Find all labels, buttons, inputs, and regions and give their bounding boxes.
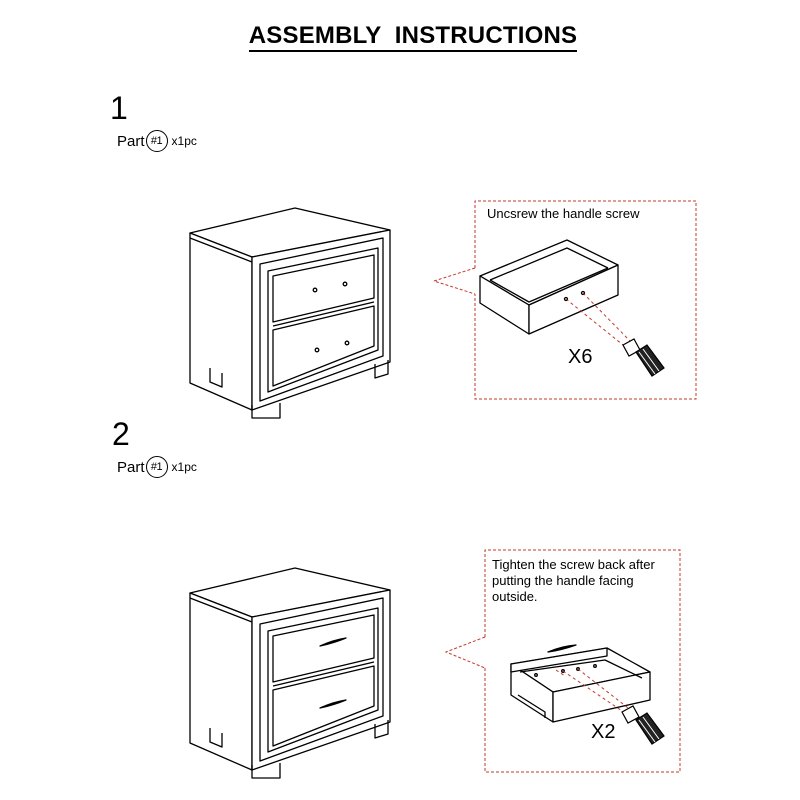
page-title: ASSEMBLY INSTRUCTIONS xyxy=(0,22,800,52)
step-2-number: 2 xyxy=(112,416,130,452)
step-1-callout-text: Uncsrew the handle screw xyxy=(487,206,640,221)
part-quantity: x1pc xyxy=(171,134,197,148)
part-text: Part xyxy=(117,132,145,150)
step-2-multiplier: X2 xyxy=(591,721,616,743)
screwdriver-icon xyxy=(621,705,665,745)
part-number-badge: #1 xyxy=(145,130,168,152)
drawer-step-2-illustration xyxy=(510,644,651,723)
part-quantity: x1pc xyxy=(171,460,197,474)
step-2-callout-text: Tighten the screw back after putting the… xyxy=(492,557,655,604)
part-text: Part xyxy=(117,458,145,476)
screwdriver-icon xyxy=(622,338,665,377)
nightstand-step-2-illustration xyxy=(189,567,391,779)
step-1-number: 1 xyxy=(110,90,128,126)
step-1-multiplier: X6 xyxy=(568,346,593,368)
nightstand-step-1-illustration xyxy=(189,207,391,419)
drawer-step-1-illustration xyxy=(479,239,619,335)
screw-alignment-lines xyxy=(565,292,633,350)
step-1-callout-box xyxy=(432,200,697,400)
screw-alignment-lines xyxy=(555,668,633,716)
step-1-part-label: Part #1 x1pc xyxy=(117,130,197,152)
step-2-part-label: Part #1 x1pc xyxy=(117,456,197,478)
step-2-callout-box xyxy=(444,549,681,773)
part-number-badge: #1 xyxy=(145,456,168,478)
